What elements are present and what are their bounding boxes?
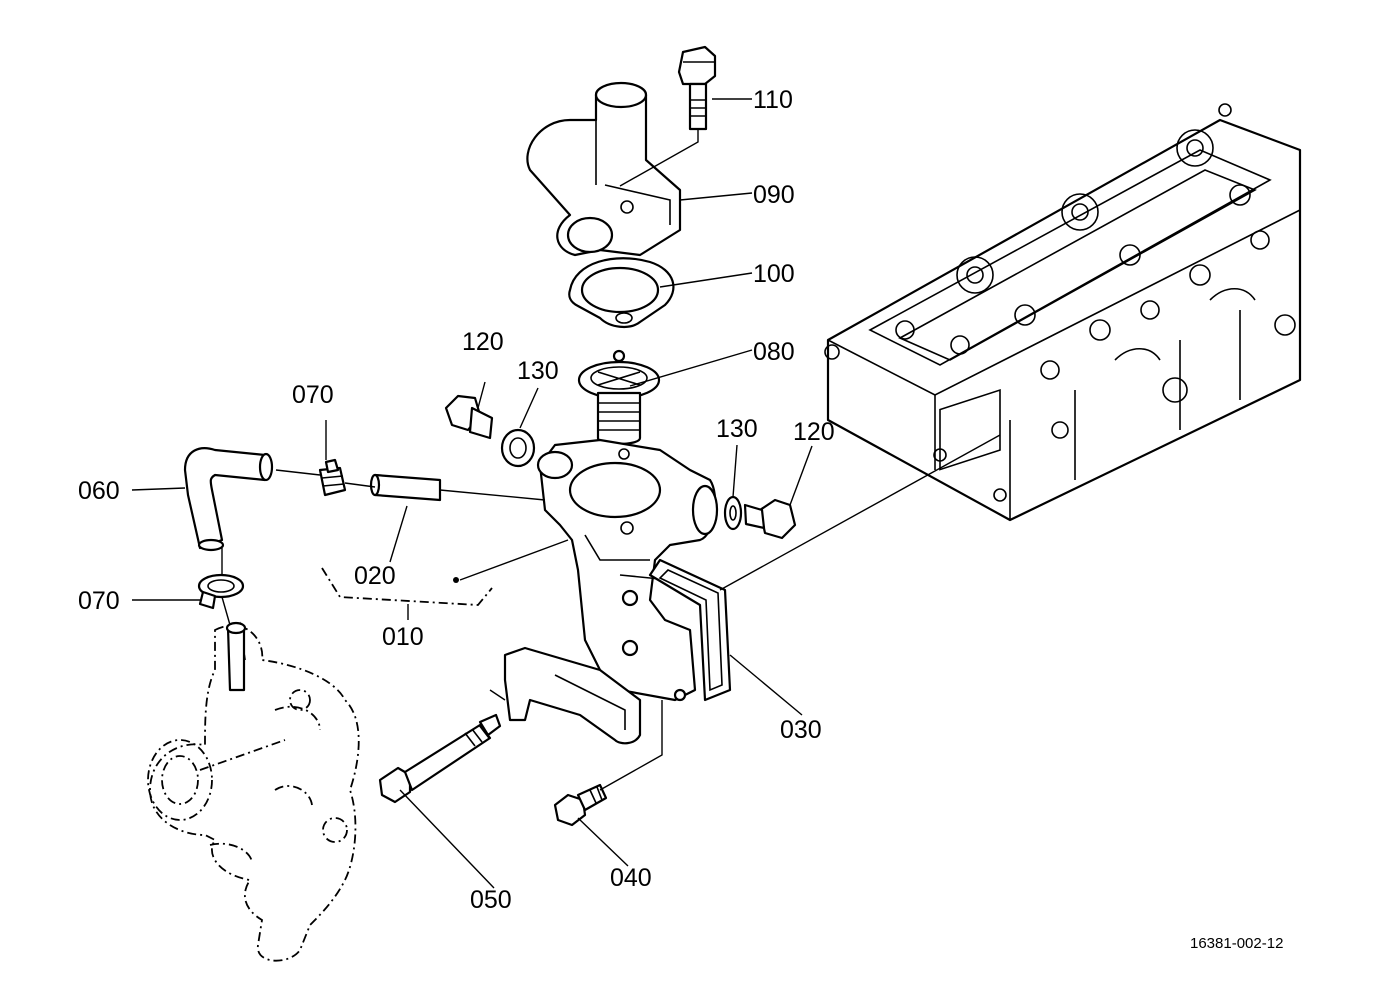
label-090: 090 bbox=[753, 181, 795, 209]
label-050: 050 bbox=[470, 886, 512, 914]
bracket bbox=[503, 646, 642, 745]
label-020: 020 bbox=[354, 562, 396, 590]
gasket-100 bbox=[568, 257, 675, 328]
bolt-110 bbox=[677, 45, 717, 131]
clamp-070-top bbox=[318, 458, 347, 497]
hose-060 bbox=[183, 447, 274, 552]
label-120-right: 120 bbox=[793, 418, 835, 446]
bolt-040 bbox=[553, 783, 608, 827]
label-070-bottom: 070 bbox=[78, 587, 120, 615]
pump-outlet-end bbox=[225, 621, 247, 635]
label-040: 040 bbox=[610, 864, 652, 892]
part-labels: 110 090 100 080 120 130 130 120 070 060 … bbox=[78, 86, 1283, 952]
plug-120-right bbox=[743, 498, 797, 540]
label-030: 030 bbox=[780, 716, 822, 744]
thermostat-housing-010 bbox=[536, 438, 719, 702]
thermostat-080 bbox=[577, 349, 661, 446]
washer-130-right bbox=[723, 495, 743, 531]
cylinder-head bbox=[824, 103, 1302, 522]
leader-lines bbox=[131, 98, 1001, 889]
gasket-030 bbox=[648, 558, 732, 702]
label-100: 100 bbox=[753, 260, 795, 288]
label-070-top: 070 bbox=[292, 381, 334, 409]
bolt-050 bbox=[378, 713, 502, 804]
plug-120-left bbox=[444, 394, 494, 440]
thermostat-cover-090 bbox=[526, 81, 682, 257]
label-060: 060 bbox=[78, 477, 120, 505]
label-110: 110 bbox=[753, 86, 793, 114]
drawing-number: 16381-002-12 bbox=[1190, 935, 1283, 952]
label-010: 010 bbox=[382, 623, 424, 651]
label-120-left: 120 bbox=[462, 328, 504, 356]
pump-outlet-pipe bbox=[226, 626, 246, 692]
label-080: 080 bbox=[753, 338, 795, 366]
part-010-bracket-line bbox=[321, 567, 493, 606]
label-130-left: 130 bbox=[517, 357, 559, 385]
clamp-070-bottom bbox=[197, 573, 245, 610]
label-130-right: 130 bbox=[716, 415, 758, 443]
washer-130-left bbox=[500, 428, 536, 468]
water-pump-outline bbox=[147, 621, 360, 962]
pipe-020 bbox=[369, 473, 442, 502]
